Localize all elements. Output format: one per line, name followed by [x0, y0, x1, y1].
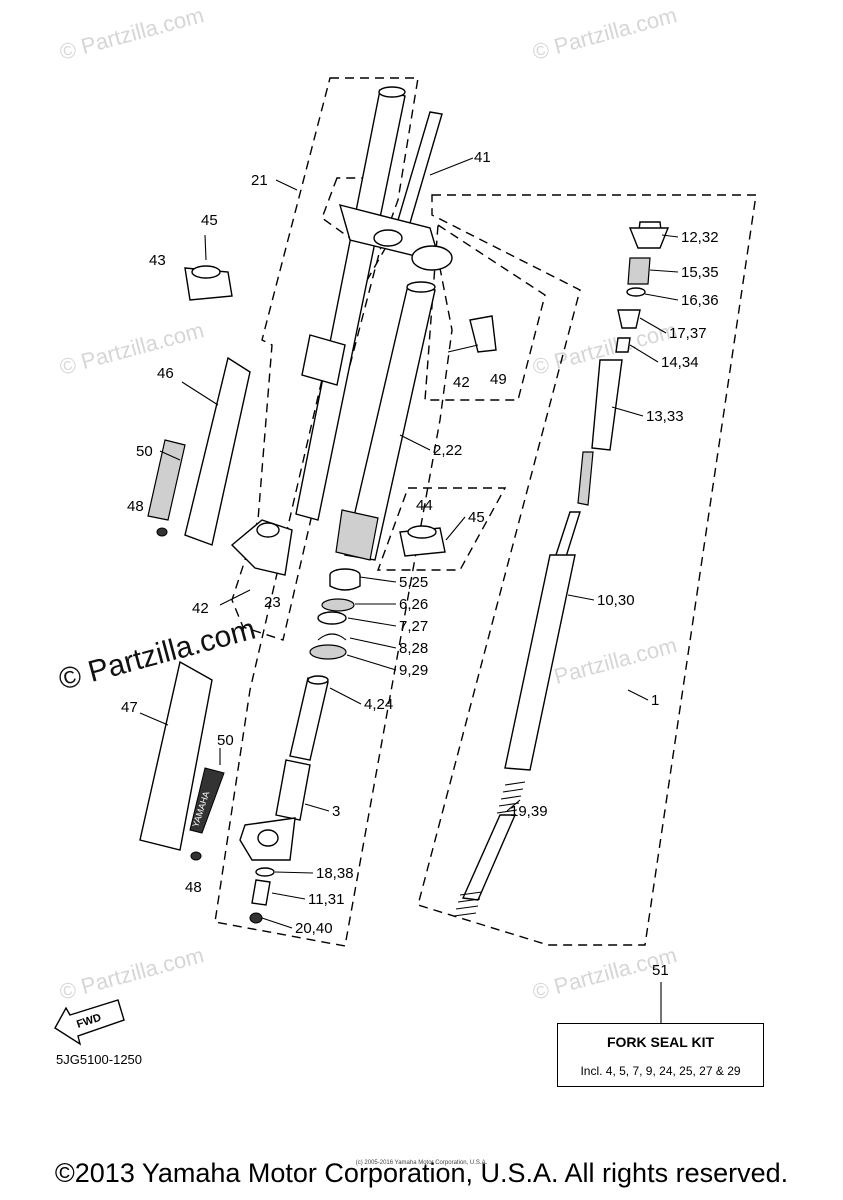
callout-10-30: 10,30 — [597, 592, 635, 609]
copyright-notice: ©2013 Yamaha Motor Corporation, U.S.A. A… — [54, 1158, 789, 1188]
callout-16-36: 16,36 — [681, 292, 719, 309]
callout-labels: 21 41 45 43 12,32 15,35 16,36 17,37 14,3… — [121, 149, 719, 979]
callout-11-31: 11,31 — [308, 891, 344, 908]
bottom-parts — [249, 867, 275, 924]
callout-45: 45 — [468, 509, 485, 526]
callout-48: 48 — [127, 498, 144, 515]
callout-4-24: 4,24 — [364, 696, 393, 713]
watermark: © Partzilla.com — [57, 317, 207, 380]
lower-leg-3 — [239, 675, 329, 861]
callout-23: 23 — [264, 594, 281, 611]
callout-3: 3 — [332, 803, 340, 820]
damper-group-outline — [417, 194, 757, 946]
callout-51: 51 — [652, 962, 669, 979]
callout-18-38: 18,38 — [316, 865, 354, 882]
callout-12-32: 12,32 — [681, 229, 719, 246]
callout-2-22: 2,22 — [433, 442, 462, 459]
callout-46: 46 — [157, 365, 174, 382]
callout-50: 50 — [217, 732, 234, 749]
fork-guard-47: YAMAHA — [139, 660, 225, 861]
bracket-49 — [447, 315, 497, 353]
callout-1: 1 — [651, 692, 659, 709]
callout-42: 42 — [453, 374, 470, 391]
callout-13-33: 13,33 — [646, 408, 684, 425]
callout-15-35: 15,35 — [681, 264, 719, 281]
outer-tube-21 — [230, 86, 406, 576]
callout-17-37: 17,37 — [669, 325, 707, 342]
seal-stack — [309, 568, 361, 660]
callout-50: 50 — [136, 443, 153, 460]
callout-14-34: 14,34 — [661, 354, 699, 371]
callout-8-28: 8,28 — [399, 640, 428, 657]
fork-spring-19-39 — [453, 781, 526, 917]
callout-48: 48 — [185, 879, 202, 896]
inner-tube-2-22 — [335, 281, 436, 561]
callout-42: 42 — [192, 600, 209, 617]
diagram-code: 5JG5100-1250 — [56, 1052, 143, 1067]
watermark: © Partzilla.com — [530, 2, 680, 65]
callout-44: 44 — [416, 497, 433, 514]
clamp-43 — [184, 234, 233, 301]
fork-guard-46 — [147, 356, 251, 546]
callout-43: 43 — [149, 252, 166, 269]
watermark: © Partzilla.com — [57, 942, 207, 1005]
kit-title: FORK SEAL KIT — [606, 1034, 715, 1050]
callout-41: 41 — [474, 149, 491, 166]
inner-fork-group-outline — [214, 239, 453, 947]
callout-6-26: 6,26 — [399, 596, 428, 613]
watermark: © Partzilla.com — [57, 2, 207, 65]
callout-20-40: 20,40 — [295, 920, 333, 937]
watermark-center: © Partzilla.com — [55, 613, 259, 697]
callout-19-39: 19,39 — [510, 803, 548, 820]
fork-seal-kit-box: FORK SEAL KIT Incl. 4, 5, 7, 9, 24, 25, … — [557, 1023, 764, 1087]
damper-assembly — [504, 221, 670, 771]
callout-47: 47 — [121, 699, 138, 716]
callout-5-25: 5,25 — [399, 574, 428, 591]
callout-21: 21 — [251, 172, 268, 189]
tiny-credit: (c) 2005-2016 Yamaha Motor Corporation, … — [355, 1160, 488, 1166]
kit-includes: Incl. 4, 5, 7, 9, 24, 25, 27 & 29 — [580, 1064, 741, 1078]
clamp-44 — [399, 525, 446, 557]
leader-lines — [139, 157, 679, 1023]
guide-group-outline — [376, 487, 507, 571]
callout-7-27: 7,27 — [399, 618, 428, 635]
callout-45: 45 — [201, 212, 218, 229]
steering-stem-41 — [338, 111, 453, 271]
callout-49: 49 — [490, 371, 507, 388]
callout-9-29: 9,29 — [399, 662, 428, 679]
fwd-arrow-icon: FWD — [54, 999, 125, 1046]
